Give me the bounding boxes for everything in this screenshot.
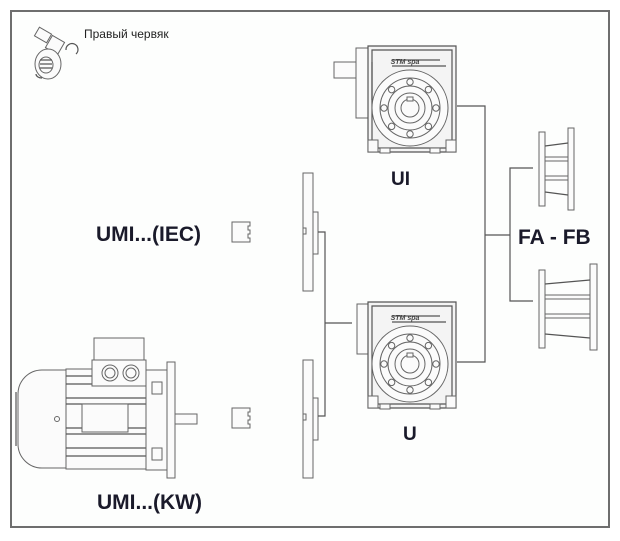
coupling-bushing-kw [231,407,251,429]
bolt-hole [387,122,396,131]
bolt-hole [387,85,396,94]
bolt-hole [432,104,440,112]
input-flange-top [302,172,319,292]
gearbox-u-label: U [403,424,417,445]
connector-input-flanges [318,231,326,417]
bolt-hole [424,341,433,350]
bolt-hole [406,334,414,342]
connector-gearboxes [457,105,486,363]
bolt-hole [406,386,414,394]
bolt-hole [424,122,433,131]
bolt-hole [380,360,388,368]
bolt-hole [406,130,414,138]
gearbox-ui-label: UI [391,169,410,190]
bolt-hole [432,360,440,368]
output-flange-fa [538,127,575,211]
motor-iec-label: UMI...(IEC) [96,223,201,246]
output-flange-fb [538,263,598,351]
right-hand-worm-icon [33,26,79,80]
flanges-label: FA - FB [518,226,591,249]
gearbox-u-brand: STM spa [391,315,420,322]
coupling-bushing-icon [231,221,251,243]
worm-direction-label: Правый червяк [84,27,169,41]
input-flange-bottom [302,359,319,479]
bolt-hole [424,85,433,94]
connector-flange-branches [509,167,533,302]
bolt-hole [424,378,433,387]
electric-motor-icon [15,337,198,479]
bolt-hole [406,78,414,86]
bolt-hole [387,378,396,387]
gearbox-u-drawing [356,301,457,410]
bolt-hole [387,341,396,350]
motor-kw-label: UMI...(KW) [97,491,202,514]
bolt-hole [380,104,388,112]
gearbox-ui-drawing [333,45,457,154]
gearbox-ui-brand: STM spa [391,59,420,66]
